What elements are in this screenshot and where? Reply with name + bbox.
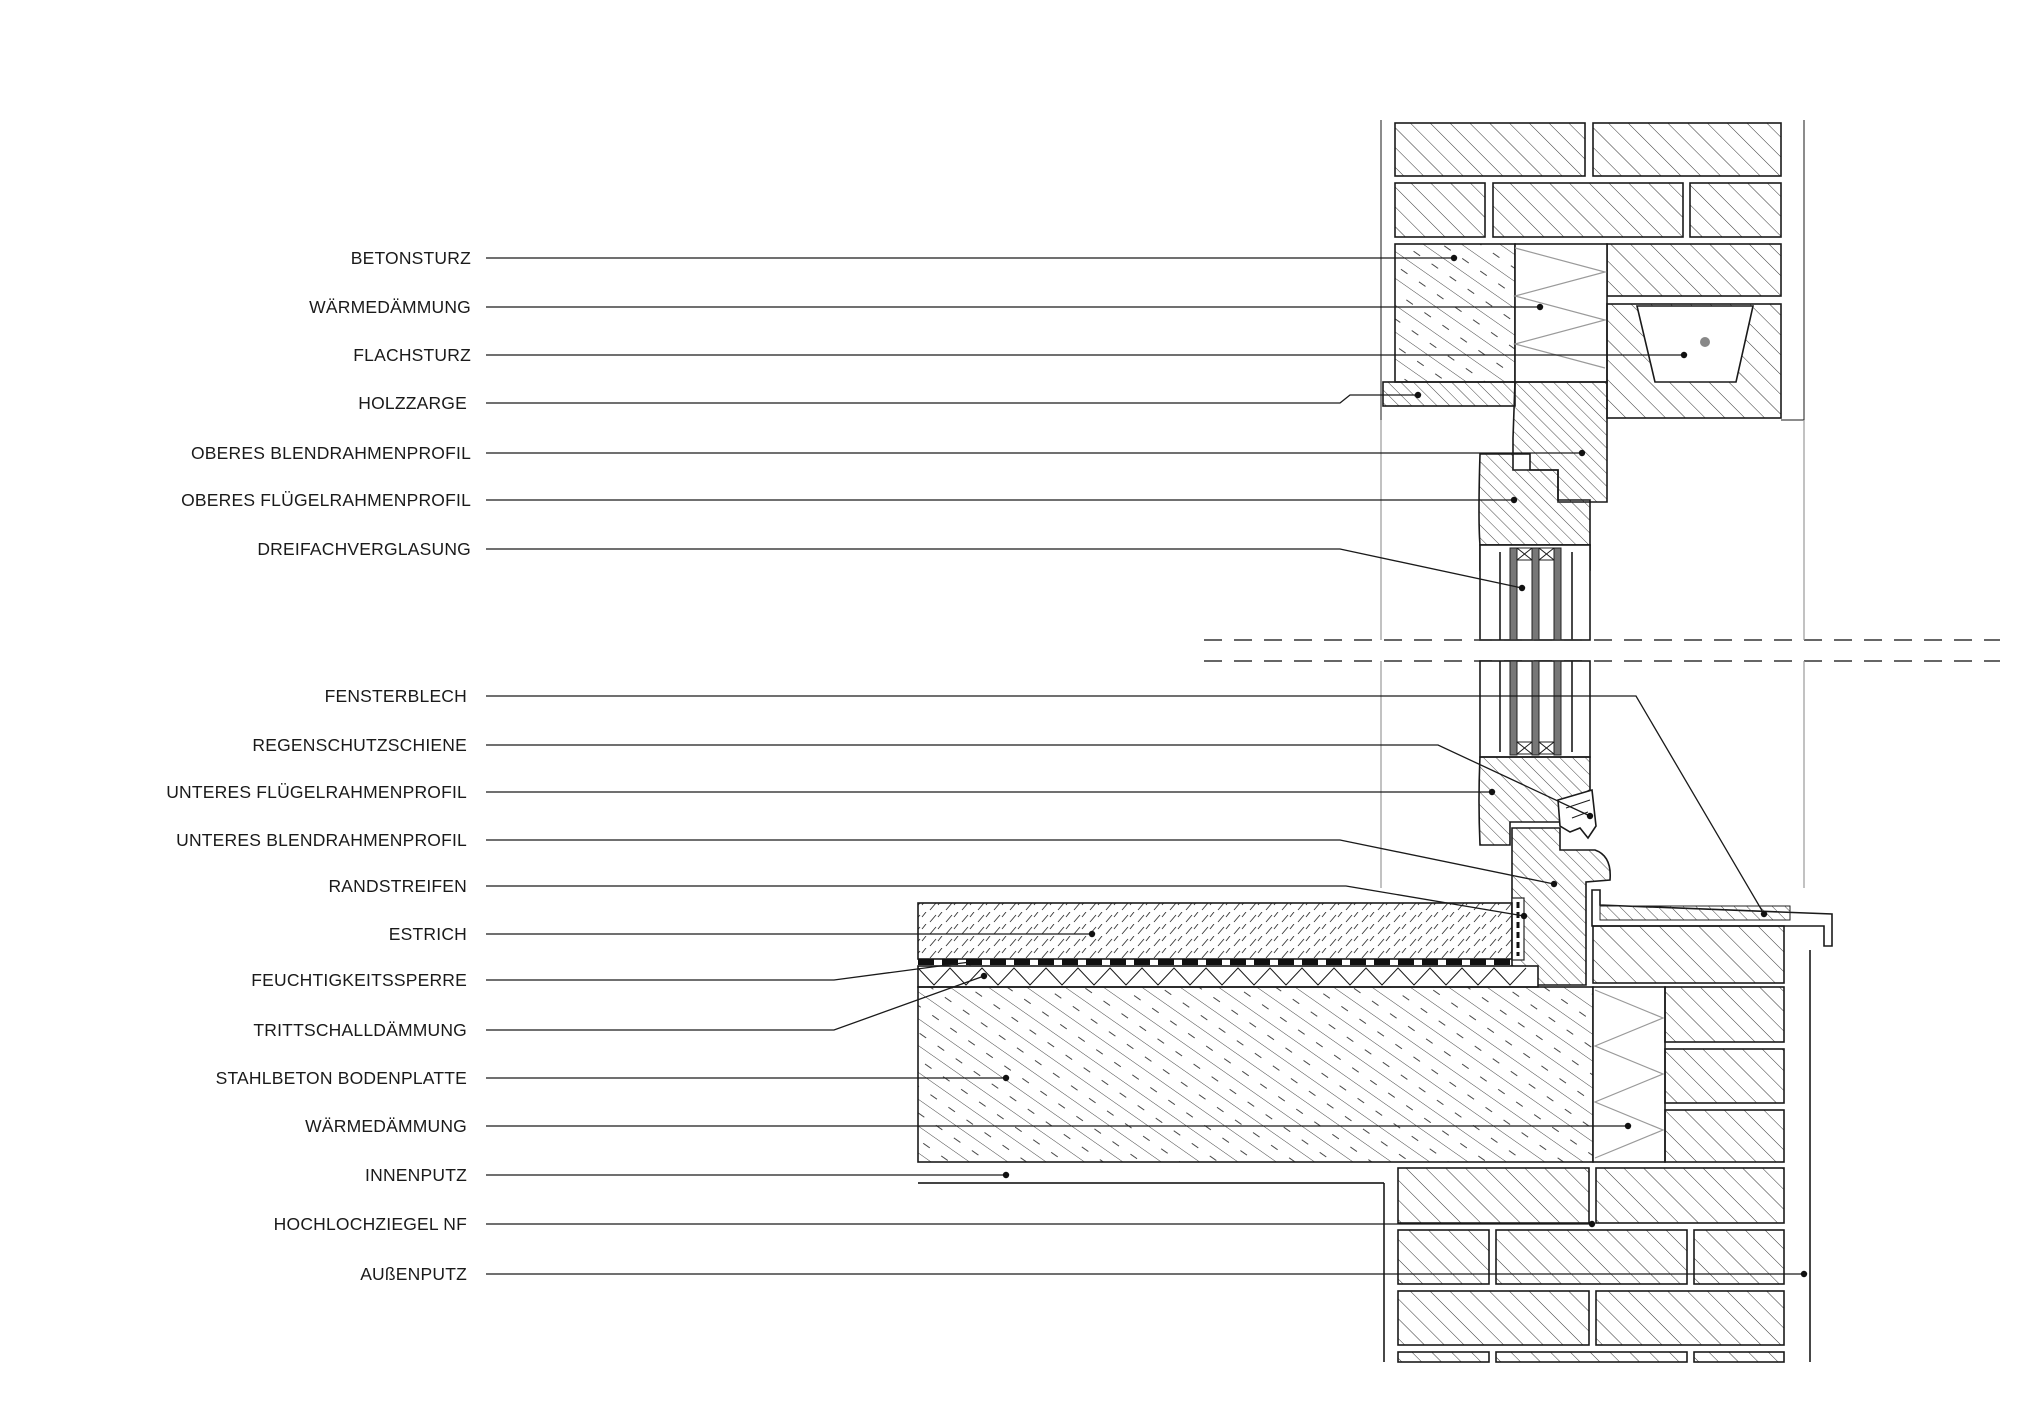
break-lines [1204,420,2000,888]
impact-sound-insulation [917,965,1539,988]
label-trittschalldaemmung: TRITTSCHALLDÄMMUNG [253,1020,467,1040]
leader-line-unteres-blendrahmenprofil [486,839,1555,885]
rain-protection-rail [1557,788,1597,840]
concrete-lintel [1394,243,1516,383]
label-oberes-blendrahmenprofil: OBERES BLENDRAHMENPROFIL [191,443,471,463]
leader-line-feuchtigkeitssperre [486,961,971,981]
triple-glazing-upper [1479,544,1591,641]
leader-dot-trittschalldaemmung [980,972,988,980]
leader-dot-unteres-blendrahmenprofil [1550,880,1558,888]
label-oberes-fluegelrahmenprofil: OBERES FLÜGELRAHMENPROFIL [181,490,471,510]
leader-dot-feuchtigkeitssperre [966,958,974,966]
label-waermedaemmung-oben: WÄRMEDÄMMUNG [309,297,471,317]
triple-glazing-lower [1479,660,1591,758]
window-sill-flashing [1591,889,1833,947]
label-holzzarge: HOLZZARGE [358,393,467,413]
label-fensterblech: FENSTERBLECH [325,686,467,706]
label-estrich: ESTRICH [389,924,467,944]
upper-masonry [1380,120,1805,421]
leader-dot-oberes-blendrahmenprofil [1578,449,1586,457]
label-aussenputz: AUßENPUTZ [360,1264,467,1284]
flat-lintel [1606,303,1782,419]
leader-dot-regenschutzschiene [1586,812,1594,820]
edge-strip [1511,897,1525,961]
leader-line-randstreifen [486,885,1525,917]
label-betonsturz: BETONSTURZ [351,248,471,268]
insulation-upper [1512,243,1608,383]
label-flachsturz: FLACHSTURZ [353,345,471,365]
leader-dot-fensterblech [1760,910,1768,918]
label-dreifachverglasung: DREIFACHVERGLASUNG [257,539,471,559]
leader-dot-randstreifen [1520,912,1528,920]
leader-dot-holzzarge [1414,391,1422,399]
leader-dot-estrich [1088,930,1096,938]
lower-frame-profile [1511,827,1612,986]
leader-dot-dreifachverglasung [1518,584,1526,592]
label-regenschutzschiene: REGENSCHUTZSCHIENE [252,735,467,755]
label-group: BETONSTURZ WÄRMEDÄMMUNG FLACHSTURZ HOLZZARG… [166,248,1808,1284]
leader-dot-aussenputz [1800,1270,1808,1278]
leader-dot-waermedaemmung-oben [1536,303,1544,311]
label-waermedaemmung-unten: WÄRMEDÄMMUNG [305,1116,467,1136]
label-feuchtigkeitssperre: FEUCHTIGKEITSSPERRE [251,970,467,990]
lower-masonry [918,925,1811,1363]
leader-dot-unteres-fluegelrahmenprofil [1488,788,1496,796]
wooden-frame-casing [1382,381,1516,407]
label-randstreifen: RANDSTREIFEN [328,876,467,896]
leader-line-trittschalldaemmung [486,975,985,1031]
leader-dot-betonsturz [1450,254,1458,262]
leader-dot-innenputz [1002,1171,1010,1179]
reinforced-concrete-floor-slab [917,986,1594,1163]
leader-dot-flachsturz [1680,351,1688,359]
screed [917,902,1513,960]
leader-line-regenschutzschiene [486,744,1591,817]
label-unteres-fluegelrahmenprofil: UNTERES FLÜGELRAHMENPROFIL [166,782,467,802]
leader-dot-oberes-fluegelrahmenprofil [1510,496,1518,504]
leader-line-dreifachverglasung [486,548,1523,589]
label-hochlochziegel-nf: HOCHLOCHZIEGEL NF [274,1214,467,1234]
leader-dot-waermedaemmung-unten [1624,1122,1632,1130]
label-innenputz: INNENPUTZ [365,1165,467,1185]
leader-line-fensterblech [486,695,1765,915]
leader-line-holzzarge [486,394,1418,404]
leader-dot-hochlochziegel-nf [1588,1220,1596,1228]
label-unteres-blendrahmenprofil: UNTERES BLENDRAHMENPROFIL [176,830,467,850]
label-stahlbeton-bodenplatte: STAHLBETON BODENPLATTE [216,1068,467,1088]
leader-dot-stahlbeton-bodenplatte [1002,1074,1010,1082]
